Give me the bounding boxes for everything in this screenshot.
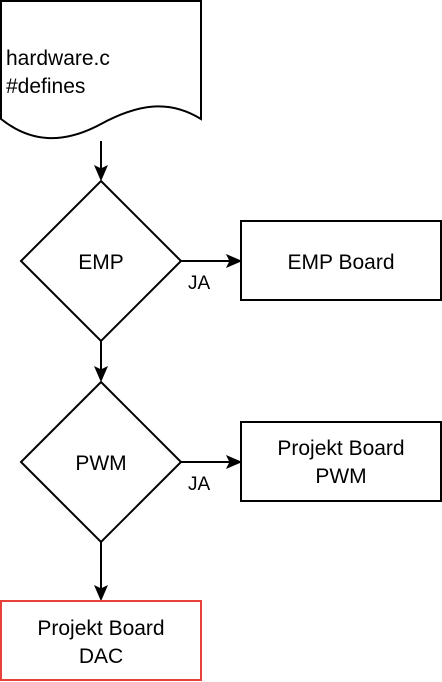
arrowhead xyxy=(94,584,108,602)
document-line-2: #defines xyxy=(6,75,85,98)
pwm-decision-node[interactable]: PWM xyxy=(19,380,183,544)
edge-emp-to-emp-board: JA xyxy=(181,254,243,294)
dac-board-line-2: DAC xyxy=(79,645,123,668)
dac-board-node[interactable]: Projekt Board DAC xyxy=(0,600,202,681)
emp-board-node[interactable]: EMP Board xyxy=(240,220,442,301)
emp-board-label: EMP Board xyxy=(288,251,395,274)
pwm-yes-label: JA xyxy=(188,474,211,495)
process-box-highlighted xyxy=(0,600,202,681)
process-box xyxy=(240,421,442,502)
dac-board-line-1: Projekt Board xyxy=(37,617,164,640)
arrowhead xyxy=(94,164,108,182)
edge-document-to-emp xyxy=(94,141,108,182)
arrowhead xyxy=(225,455,243,469)
document-line-1: hardware.c xyxy=(6,47,110,70)
source-document-node[interactable]: hardware.c #defines xyxy=(0,0,202,140)
pwm-board-line-2: PWM xyxy=(315,465,366,488)
edge-pwm-to-pwm-board: JA xyxy=(181,455,243,495)
emp-decision-label: EMP xyxy=(78,251,124,274)
edge-pwm-to-dac-board xyxy=(94,542,108,602)
pwm-decision-label: PWM xyxy=(75,452,126,475)
arrowhead xyxy=(225,254,243,268)
process-box xyxy=(240,220,442,301)
pwm-board-line-1: Projekt Board xyxy=(277,437,404,460)
emp-yes-label: JA xyxy=(188,273,211,294)
edge-emp-to-pwm xyxy=(94,341,108,383)
emp-decision-node[interactable]: EMP xyxy=(19,179,183,343)
arrowhead xyxy=(94,365,108,383)
document-shape xyxy=(0,0,202,140)
pwm-board-node[interactable]: Projekt Board PWM xyxy=(240,421,442,502)
